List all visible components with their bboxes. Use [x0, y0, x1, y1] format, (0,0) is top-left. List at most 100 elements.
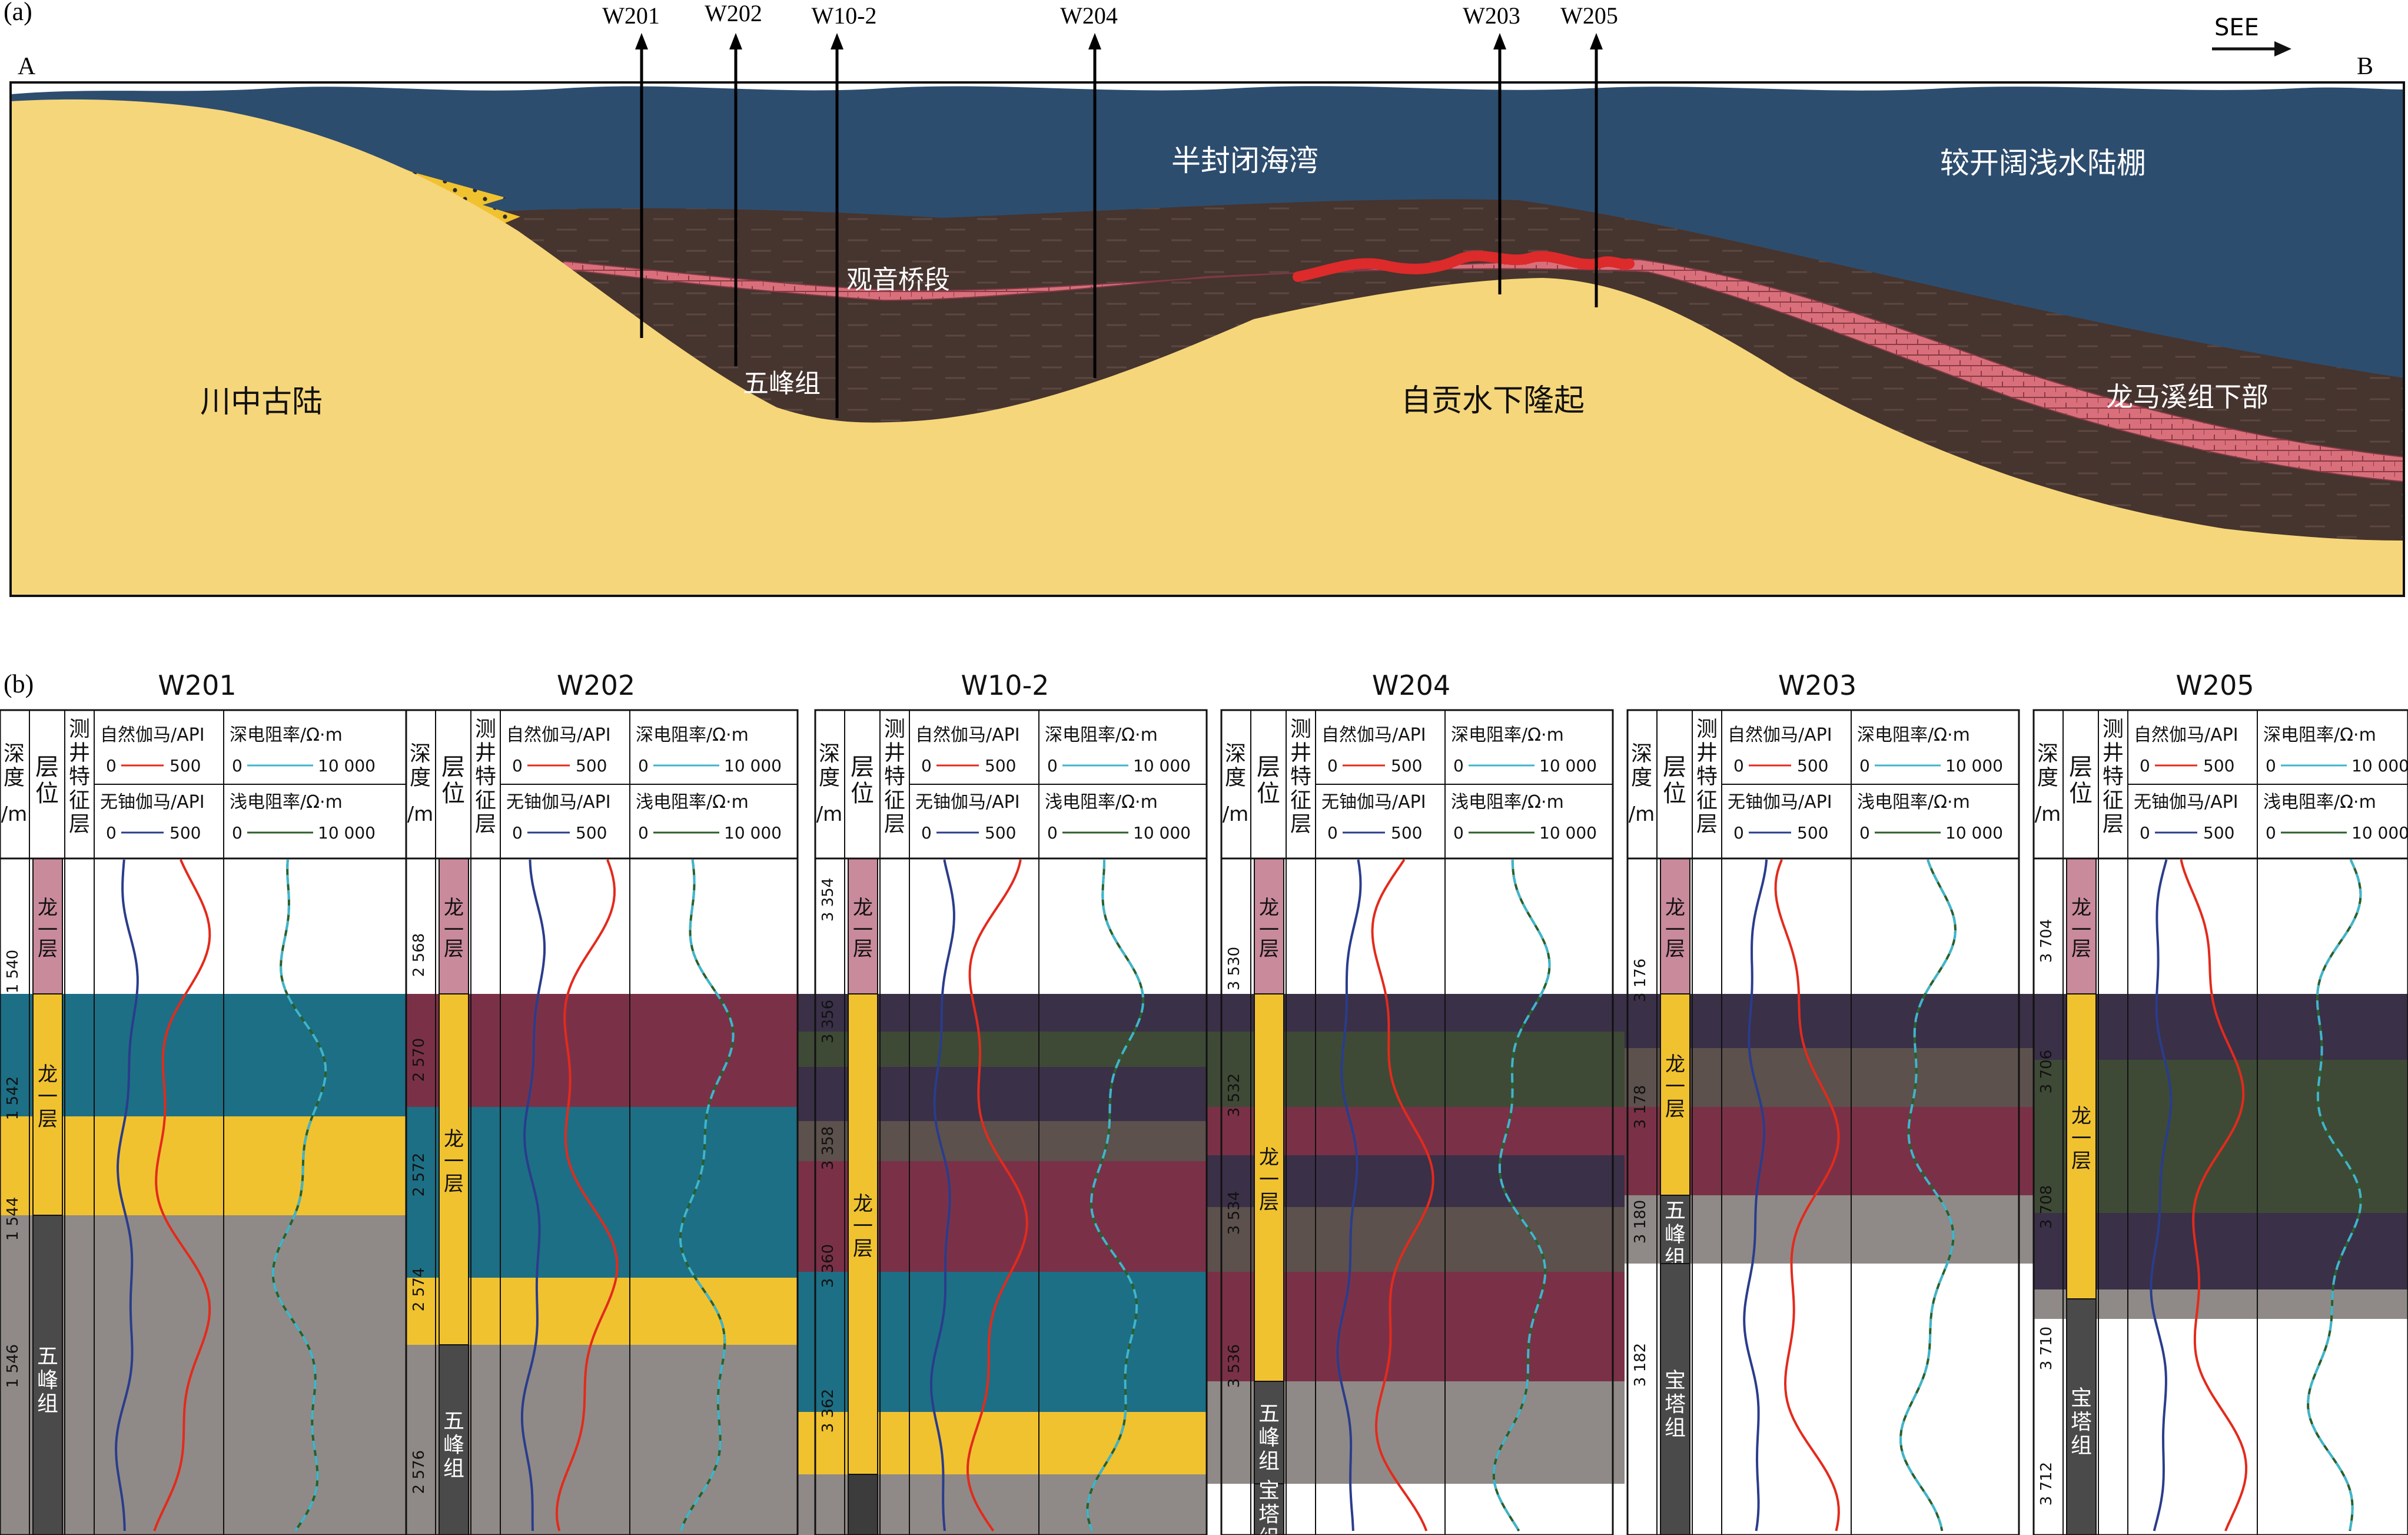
layer-label-baota: 塔	[1258, 1503, 1280, 1527]
layer-label-long2: 层	[2071, 937, 2091, 961]
gr-range-min: 0	[106, 756, 117, 775]
kth-range-min: 0	[921, 823, 932, 843]
depth-tick-label: 1 546	[4, 1344, 22, 1388]
layer-label-long1: 层	[853, 1237, 873, 1261]
well-title-w204: W204	[1372, 669, 1450, 701]
feature-header: 层	[1290, 812, 1311, 836]
well-frame	[1626, 709, 2020, 1535]
feature-header: 特	[69, 765, 90, 789]
depth-tick-label: 3 178	[1632, 1085, 1649, 1129]
gr-header: 自然伽马/API	[1321, 725, 1426, 745]
layer-column-long1	[848, 993, 878, 1475]
layer-label-long1: 龙	[444, 1128, 464, 1151]
feature-header: 井	[884, 741, 905, 765]
band-teal-w10	[798, 1272, 1207, 1412]
feature-header: 测	[884, 717, 905, 741]
gr-range-max: 500	[1797, 756, 1828, 775]
depth-tick-label: 3 704	[2038, 919, 2055, 963]
layer-column-baota	[1254, 1483, 1284, 1535]
guanyinqiao-label: 观音桥段	[846, 265, 950, 295]
well-w10-2-line	[831, 33, 843, 418]
feature-header: 征	[1290, 788, 1311, 813]
layer-label-baota: 塔	[1665, 1393, 1686, 1417]
well-title-w201: W201	[158, 669, 236, 701]
layer-label-long1: 龙	[1665, 1053, 1685, 1076]
gr-range-max: 500	[576, 756, 607, 775]
layer-column-baota	[2066, 1298, 2097, 1535]
gr-curve	[1774, 859, 1840, 1531]
depth-header: 深	[4, 742, 25, 766]
layer-header: 层	[1257, 754, 1280, 781]
band-purple2-w204	[1207, 1155, 1625, 1207]
depth-tick-label: 3 176	[1632, 959, 1649, 1002]
band-maroon-w10	[798, 1161, 1207, 1272]
rd-curve	[1086, 859, 1145, 1531]
band-taupe-w203	[1625, 1048, 2034, 1107]
feature-header: 井	[2103, 741, 2124, 765]
kth-range-max: 500	[1797, 823, 1828, 843]
depth-tick-label: 3 712	[2038, 1462, 2055, 1506]
direction-label: SEE	[2214, 14, 2259, 41]
layer-label-long1: 一	[853, 1215, 873, 1238]
feature-header: 特	[2103, 765, 2124, 789]
panel-b-label: (b)	[4, 669, 34, 698]
depth-header: 度	[410, 765, 431, 790]
depth-tick-label: 3 532	[1225, 1073, 1243, 1117]
layer-label-long1: 一	[1259, 1168, 1279, 1192]
band-gray-w10	[798, 1474, 1207, 1535]
rd-range-min: 0	[1859, 756, 1870, 775]
band-purple2-w10	[798, 1067, 1207, 1121]
feature-header: 特	[1290, 765, 1311, 789]
depth-tick-label: 3 706	[2038, 1050, 2055, 1093]
direction-arrow-icon	[2212, 41, 2291, 57]
depth-header: 深	[2037, 742, 2058, 766]
well-label-w202: W202	[705, 0, 762, 26]
layer-label-long1: 层	[1665, 1098, 1685, 1121]
rs-range-max: 10 000	[2351, 823, 2408, 843]
layer-label-wufeng: 峰	[443, 1433, 464, 1457]
longmaxi-label: 龙马溪组下部	[2106, 381, 2268, 413]
band-teal-w202	[406, 1107, 798, 1278]
layer-column-long1	[1254, 993, 1284, 1382]
feature-header: 测	[1290, 717, 1311, 741]
band-purple-w203	[1625, 994, 2034, 1048]
gr-range-min: 0	[1327, 756, 1338, 775]
layer-header: 位	[1663, 780, 1686, 807]
depth-tick-label: 2 576	[410, 1450, 428, 1494]
panel-a-label: (a)	[4, 0, 32, 26]
feature-header: 层	[69, 812, 90, 836]
depth-tick-label: 3 354	[819, 878, 837, 921]
layer-label-long2: 一	[444, 919, 464, 942]
rs-range-min: 0	[1453, 823, 1464, 843]
rs-range-min: 0	[638, 823, 649, 843]
gr-range-max: 500	[170, 756, 201, 775]
layer-column-long1	[1660, 993, 1690, 1196]
band-gray-w204	[1207, 1381, 1625, 1484]
layer-label-baota: 塔	[2071, 1410, 2092, 1434]
layer-column-long2	[848, 858, 878, 994]
layer-column-wufeng	[32, 1215, 63, 1535]
rs-range-max: 10 000	[318, 823, 376, 843]
depth-tick-label: 2 574	[410, 1268, 428, 1311]
kth-range-max: 500	[170, 823, 201, 843]
layer-header: 位	[851, 780, 874, 807]
depth-tick-label: 3 358	[819, 1126, 837, 1170]
layer-label-wufeng: 五	[37, 1345, 58, 1369]
zigong-label: 自贡水下隆起	[1401, 383, 1585, 419]
kth-range-min: 0	[1327, 823, 1338, 843]
kth-curve	[1336, 859, 1362, 1531]
region-shelf-label: 较开阔浅水陆棚	[1940, 146, 2146, 180]
well-title-w205: W205	[2175, 669, 2254, 701]
layer-header: 位	[441, 780, 465, 807]
layer-label-long1: 一	[2071, 1127, 2091, 1151]
chuanzhong-label: 川中古陆	[200, 384, 323, 420]
panel-b: (b)	[0, 669, 2408, 1535]
layer-label-wufeng: 五	[1665, 1199, 1686, 1223]
feature-header: 层	[884, 812, 905, 836]
band-olive-w10	[798, 1032, 1207, 1067]
depth-header: 度	[819, 765, 840, 790]
depth-unit: /m	[1223, 803, 1249, 826]
rd-range-max: 10 000	[2351, 756, 2408, 775]
layer-header: 位	[1257, 780, 1280, 807]
